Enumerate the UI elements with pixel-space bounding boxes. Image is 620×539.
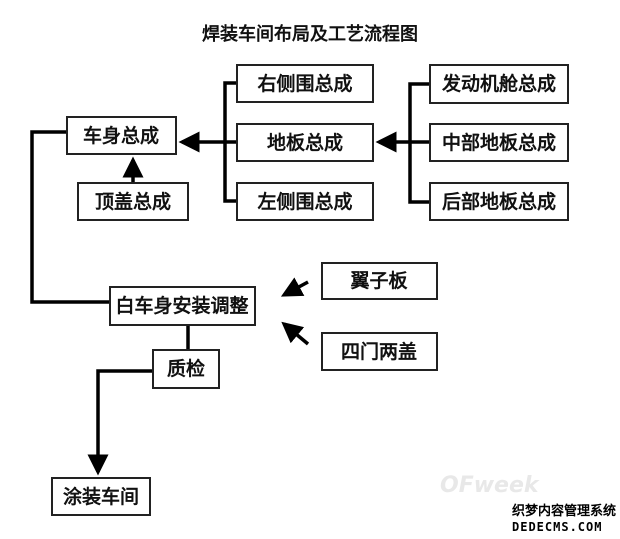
- body-to-biw-line: [30, 130, 110, 304]
- node-engine-bay: 发动机舱总成: [429, 64, 569, 104]
- arrow-fender: [280, 277, 309, 297]
- svg-text:翼子板: 翼子板: [349, 269, 408, 292]
- svg-text:四门两盖: 四门两盖: [341, 340, 417, 363]
- node-rear-floor: 后部地板总成: [429, 182, 569, 221]
- svg-text:地板总成: 地板总成: [267, 131, 343, 154]
- node-floor: 地板总成: [236, 123, 374, 162]
- node-paint: 涂装车间: [51, 477, 151, 516]
- svg-text:质检: 质检: [167, 357, 205, 380]
- arrow-doors: [281, 321, 310, 346]
- node-doors: 四门两盖: [321, 332, 438, 371]
- svg-text:右侧围总成: 右侧围总成: [256, 72, 352, 95]
- svg-text:左侧围总成: 左侧围总成: [257, 190, 352, 213]
- connectors: [30, 81, 430, 476]
- node-roof: 顶盖总成: [77, 182, 189, 221]
- node-biw: 白车身安装调整: [109, 286, 256, 326]
- svg-text:中部地板总成: 中部地板总成: [442, 131, 556, 154]
- svg-text:后部地板总成: 后部地板总成: [442, 190, 556, 213]
- svg-text:车身总成: 车身总成: [83, 124, 159, 147]
- node-qc: 质检: [152, 349, 220, 389]
- node-left-side: 左侧围总成: [236, 182, 374, 221]
- watermark-line2: DEDECMS.COM: [512, 520, 602, 534]
- svg-text:白车身安装调整: 白车身安装调整: [115, 294, 248, 317]
- node-body: 车身总成: [66, 116, 177, 155]
- qc-to-paint-arrow: [87, 369, 153, 476]
- svg-text:发动机舱总成: 发动机舱总成: [441, 72, 556, 95]
- watermark-logo: OFweek: [440, 473, 540, 498]
- svg-text:涂装车间: 涂装车间: [63, 485, 139, 508]
- node-right-side: 右侧围总成: [236, 64, 374, 103]
- watermark-line1: 织梦内容管理系统: [512, 503, 616, 519]
- node-fender: 翼子板: [321, 262, 438, 300]
- node-mid-floor: 中部地板总成: [429, 123, 569, 162]
- svg-text:顶盖总成: 顶盖总成: [95, 190, 171, 213]
- diagram-title: 焊装车间布局及工艺流程图: [202, 23, 418, 45]
